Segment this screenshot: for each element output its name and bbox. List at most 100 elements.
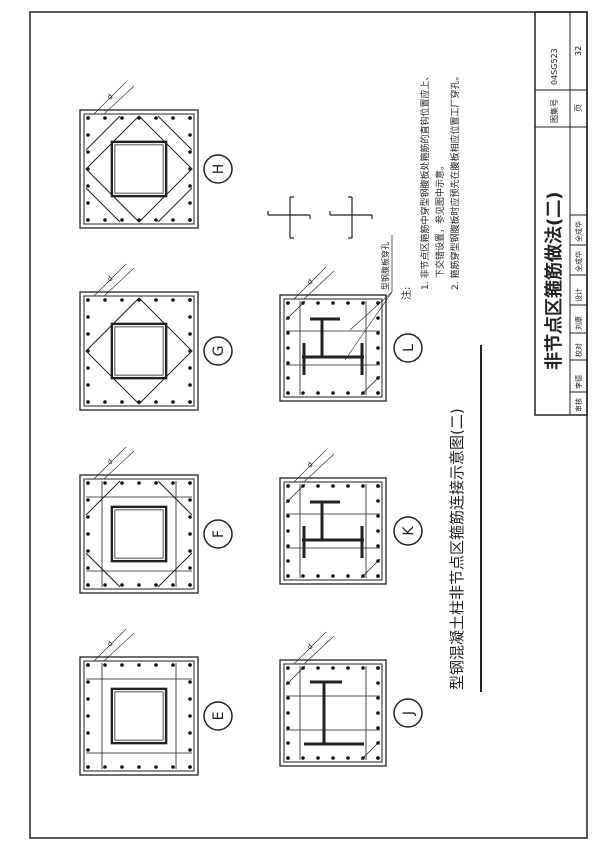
dimension-lines: [293, 449, 335, 483]
rebar-dot: [103, 765, 107, 769]
rebar-dot: [154, 298, 158, 302]
dimension-label: d: [106, 275, 115, 284]
rebar-dot: [346, 574, 350, 578]
detail-label-circle: [203, 336, 233, 366]
rebar-dot: [316, 666, 320, 670]
rebar-dot: [103, 298, 107, 302]
rebar-dot: [376, 544, 380, 548]
rebar-dot: [376, 529, 380, 533]
rebar-dot: [301, 756, 305, 760]
rebar-dot: [137, 583, 141, 587]
rebar-dot: [376, 756, 380, 760]
rebar-dot: [103, 116, 107, 120]
signature-cell: 刘康: [574, 316, 583, 330]
sheet-border: [29, 11, 588, 839]
rebar-dot: [188, 697, 192, 701]
detail-l: dL: [279, 266, 423, 402]
rebar-dot: [376, 484, 380, 488]
rebar-dot: [120, 400, 124, 404]
rebar-dot: [346, 666, 350, 670]
detail-label: K: [401, 526, 417, 536]
rebar-dot: [376, 301, 380, 305]
dimension-lines: [293, 266, 335, 300]
steel-section: [304, 680, 364, 746]
rebar-dot: [120, 583, 124, 587]
dimension-lines: [293, 631, 335, 665]
rebar-dot: [188, 680, 192, 684]
rebar-dot: [188, 315, 192, 319]
rebar-dot: [188, 184, 192, 188]
rebar-dot: [376, 346, 380, 350]
detail-label: G: [211, 346, 227, 357]
rebar-dot: [171, 400, 175, 404]
rebar-dot: [286, 726, 290, 730]
rebar-dot: [188, 583, 192, 587]
outer-stirrup: [83, 113, 195, 225]
dimension-lines: [93, 263, 135, 297]
column-outline: [279, 294, 387, 402]
note-1: 1. 非节点区箍筋中穿型钢腹板处箍筋的直钩位置应上、: [419, 72, 431, 290]
detail-k: dK: [279, 449, 423, 585]
notes-heading: 注:: [400, 287, 413, 300]
rebar-dot: [376, 696, 380, 700]
rebar-dot: [346, 391, 350, 395]
outer-stirrup: [283, 298, 383, 398]
steel-tube: [110, 322, 168, 380]
rebar-dot: [120, 116, 124, 120]
rebar-dot: [154, 116, 158, 120]
steel-tube-inner: [114, 509, 164, 559]
rebar-dot: [188, 218, 192, 222]
outer-stirrup: [83, 660, 195, 772]
rebar-dot: [154, 663, 158, 667]
detail-label: J: [401, 711, 417, 716]
rebar-dot: [286, 484, 290, 488]
rebar-dot: [120, 298, 124, 302]
rebar-dot: [86, 532, 90, 536]
atlas-no: 04SG523: [550, 48, 559, 85]
rebar-dot: [346, 756, 350, 760]
rebar-dot: [86, 383, 90, 387]
rebar-dot: [171, 765, 175, 769]
callout: 型钢腹板穿孔: [344, 235, 393, 361]
dimension-lines: [93, 628, 135, 662]
diagonal-ties: [85, 480, 193, 588]
rebar-dot: [376, 574, 380, 578]
detail-label: H: [211, 164, 227, 175]
rebar-dot: [331, 666, 335, 670]
rebar-dot: [301, 391, 305, 395]
steel-tube: [110, 687, 168, 745]
rebar-dot: [154, 583, 158, 587]
rebar-dot: [376, 681, 380, 685]
dimension-label: d: [306, 278, 315, 287]
detail-f: dF: [79, 446, 233, 594]
steel-tube: [110, 505, 168, 563]
dimension-label: d: [106, 93, 115, 102]
signature-cell: 李德: [574, 375, 583, 389]
dimension-label: d: [106, 458, 115, 467]
steel-tube: [110, 140, 168, 198]
rebar-dot: [188, 133, 192, 137]
rebar-dot: [103, 663, 107, 667]
detail-e: dE: [79, 628, 233, 776]
rebar-dot: [137, 765, 141, 769]
atlas-no-label: 图集号: [549, 99, 559, 123]
diagonal-ties: [85, 115, 193, 223]
rebar-dot: [301, 574, 305, 578]
detail-j: dJ: [279, 631, 423, 767]
rebar-dot: [86, 133, 90, 137]
rebar-dot: [286, 574, 290, 578]
dimension-label: d: [306, 643, 315, 652]
steel-cross-symbols: [267, 196, 373, 239]
detail-label: E: [211, 712, 227, 721]
rebar-dot: [171, 298, 175, 302]
detail-label-circle: [393, 516, 423, 546]
rebar-dot: [154, 765, 158, 769]
detail-label: F: [211, 530, 227, 538]
rebar-dot: [86, 201, 90, 205]
rebar-dot: [188, 116, 192, 120]
dimension-label: d: [306, 461, 315, 470]
page-number: 32: [574, 46, 583, 56]
title-block: 非节点区箍筋做法(二) 04SG523 图集号 32 页 审核李德校对刘康设计全…: [534, 11, 588, 416]
rebar-dot: [376, 316, 380, 320]
